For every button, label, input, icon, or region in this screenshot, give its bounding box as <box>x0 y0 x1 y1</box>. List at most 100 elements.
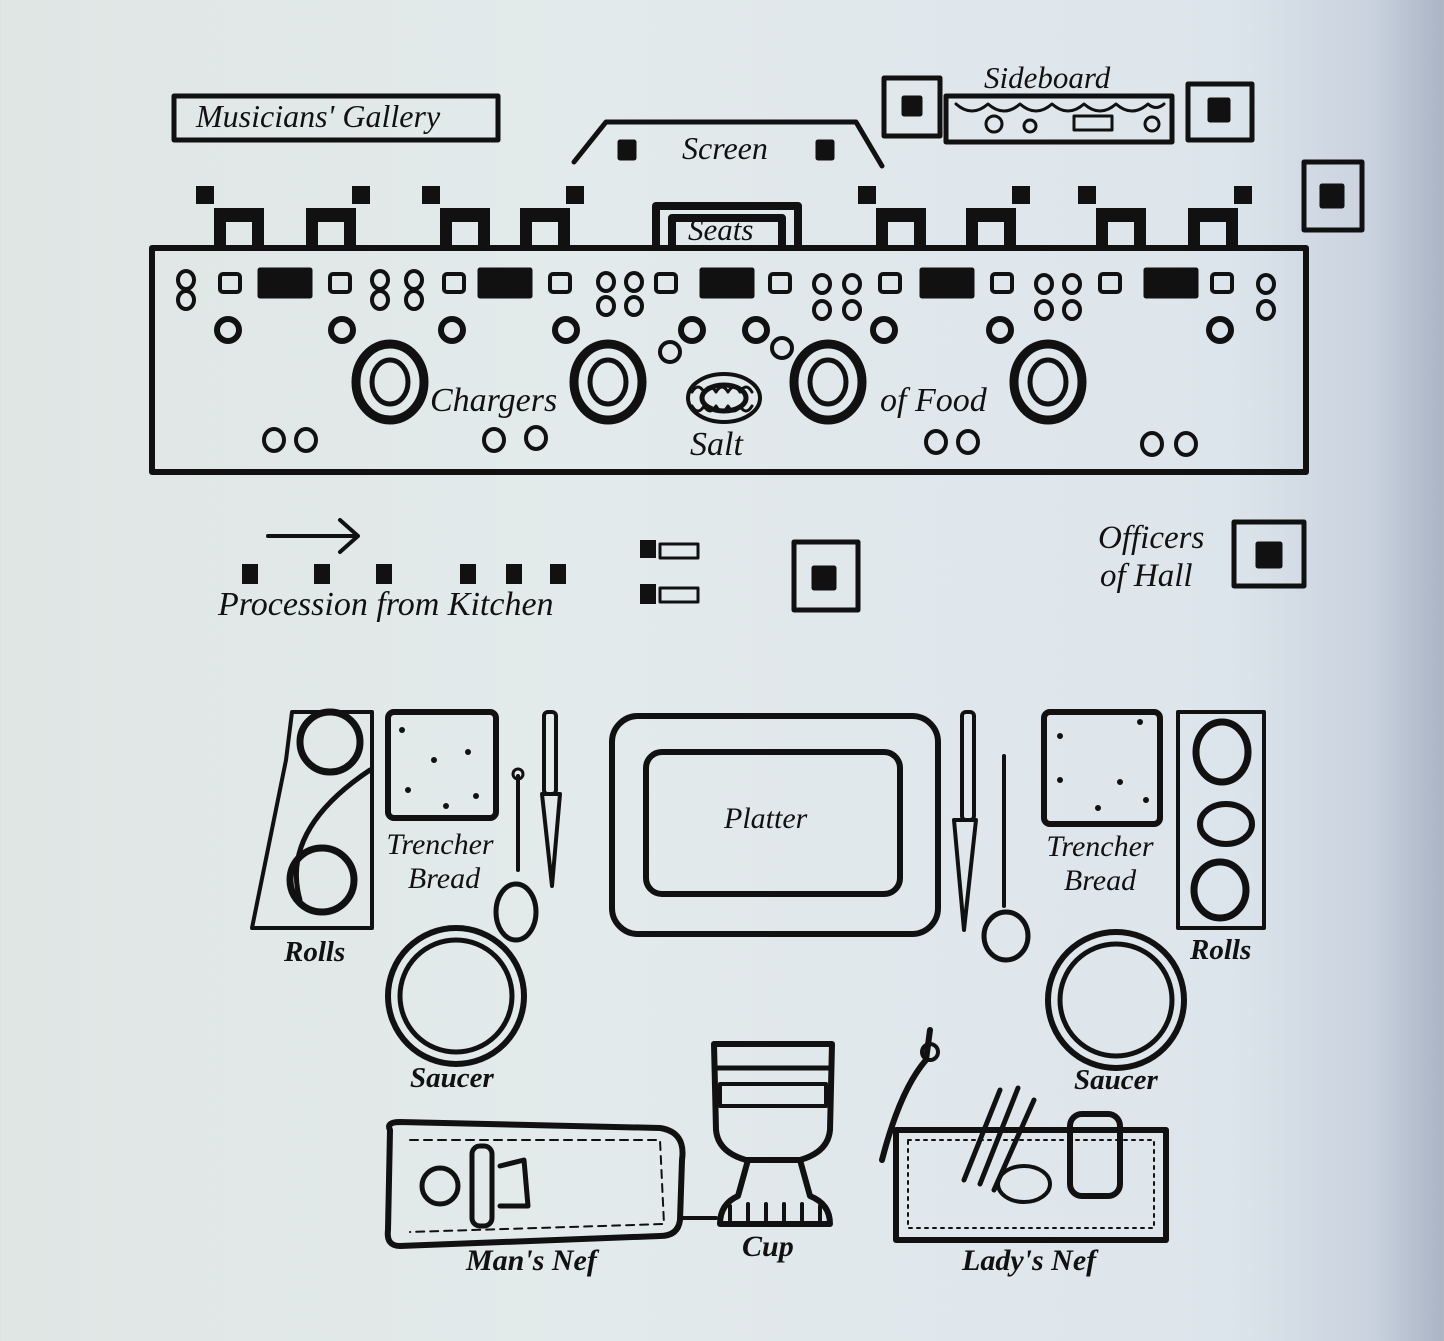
officers-of-hall-box <box>1231 519 1307 589</box>
screen-post-right <box>815 139 835 161</box>
trencher <box>552 316 580 344</box>
cup-square <box>1210 272 1234 294</box>
sideboard <box>881 75 1255 145</box>
trencher <box>214 316 242 344</box>
officers-label-line1: Officers <box>1098 520 1205 556</box>
small-dish <box>658 340 682 364</box>
platter-label: Platter <box>724 802 808 835</box>
cup-square <box>218 272 242 294</box>
cup-square <box>654 272 678 294</box>
bread-loaf <box>1143 267 1199 299</box>
diner-head <box>352 186 370 204</box>
goblet <box>176 269 196 291</box>
trencher-right-line2: Bread <box>1063 864 1137 897</box>
bread-loaf <box>699 267 755 299</box>
charger-inner <box>1027 357 1069 407</box>
cup-square <box>768 272 792 294</box>
screen-post-left <box>617 139 637 161</box>
diner-head <box>1078 186 1096 204</box>
mans-nef-label: Man's Nef <box>466 1244 597 1277</box>
screen-label: Screen <box>682 130 768 166</box>
wine-cup <box>956 429 980 455</box>
chargers-label: Chargers <box>430 382 558 419</box>
goblet <box>370 289 390 311</box>
server-box <box>791 539 861 613</box>
chair <box>876 208 926 246</box>
charger-inner <box>807 357 849 407</box>
diner-head <box>858 186 876 204</box>
trencher <box>438 316 466 344</box>
goblet <box>1034 299 1054 321</box>
goblet <box>624 295 644 317</box>
saucer-right-label: Saucer <box>1074 1064 1158 1096</box>
trencher-bread-left <box>385 709 499 821</box>
servant-figure <box>314 564 330 584</box>
sideboard-label: Sideboard <box>984 60 1111 95</box>
chair <box>966 208 1016 246</box>
goblet <box>176 289 196 311</box>
goblet <box>370 269 390 291</box>
trencher-right-line1: Trencher <box>1046 830 1154 863</box>
chair <box>440 208 490 246</box>
wine-cup <box>924 429 948 455</box>
rolls-left-label: Rolls <box>284 936 346 968</box>
procession-label: Procession from Kitchen <box>218 586 554 623</box>
servers <box>640 540 700 604</box>
officer-box-top-right <box>1301 159 1365 233</box>
goblet <box>404 269 424 291</box>
bread-loaf <box>477 267 533 299</box>
goblet <box>812 273 832 295</box>
goblet <box>596 295 616 317</box>
chair <box>306 208 356 246</box>
trencher-bread-right <box>1041 709 1163 827</box>
goblet <box>1256 299 1276 321</box>
musicians-gallery-label: Musicians' Gallery <box>196 98 441 134</box>
goblet <box>624 271 644 293</box>
trencher <box>1206 316 1234 344</box>
servant-figure <box>550 564 566 584</box>
seats-bench <box>652 202 802 250</box>
charger-inner <box>587 357 629 407</box>
knife-right <box>952 710 978 932</box>
trencher <box>742 316 770 344</box>
servant-figure <box>460 564 476 584</box>
servant-figure <box>506 564 522 584</box>
chair <box>1188 208 1238 246</box>
goblet <box>1034 273 1054 295</box>
trencher-left-line2: Bread <box>407 862 481 895</box>
high-table <box>149 245 1309 475</box>
cup-square <box>878 272 902 294</box>
charger-inner <box>369 357 411 407</box>
spoon-right <box>981 754 1031 963</box>
wine-cup <box>524 425 548 451</box>
charger-outer <box>351 339 429 425</box>
rolls-right-napkin <box>1176 710 1266 930</box>
screen-shape <box>571 119 885 169</box>
diner-head <box>196 186 214 204</box>
small-dish <box>770 336 794 360</box>
wine-cup <box>482 427 506 453</box>
procession-arrow <box>266 518 360 554</box>
rolls-left-napkin <box>250 708 374 930</box>
goblet <box>842 299 862 321</box>
saucer-left <box>385 925 527 1067</box>
goblet <box>1062 299 1082 321</box>
seats-row <box>196 186 1252 246</box>
trencher <box>678 316 706 344</box>
servant-figure <box>376 564 392 584</box>
chair <box>520 208 570 246</box>
goblet <box>812 299 832 321</box>
cup-label: Cup <box>742 1230 794 1263</box>
wine-cup <box>1140 431 1164 457</box>
trencher <box>986 316 1014 344</box>
trencher <box>870 316 898 344</box>
chair <box>214 208 264 246</box>
servant-figure <box>242 564 258 584</box>
cup-square <box>1098 272 1122 294</box>
seats-label: Seats <box>688 212 754 247</box>
diner-head <box>1012 186 1030 204</box>
spoon-left <box>493 767 539 943</box>
officers-label-line2: of Hall <box>1100 558 1193 594</box>
saucer-left-label: Saucer <box>410 1062 494 1094</box>
